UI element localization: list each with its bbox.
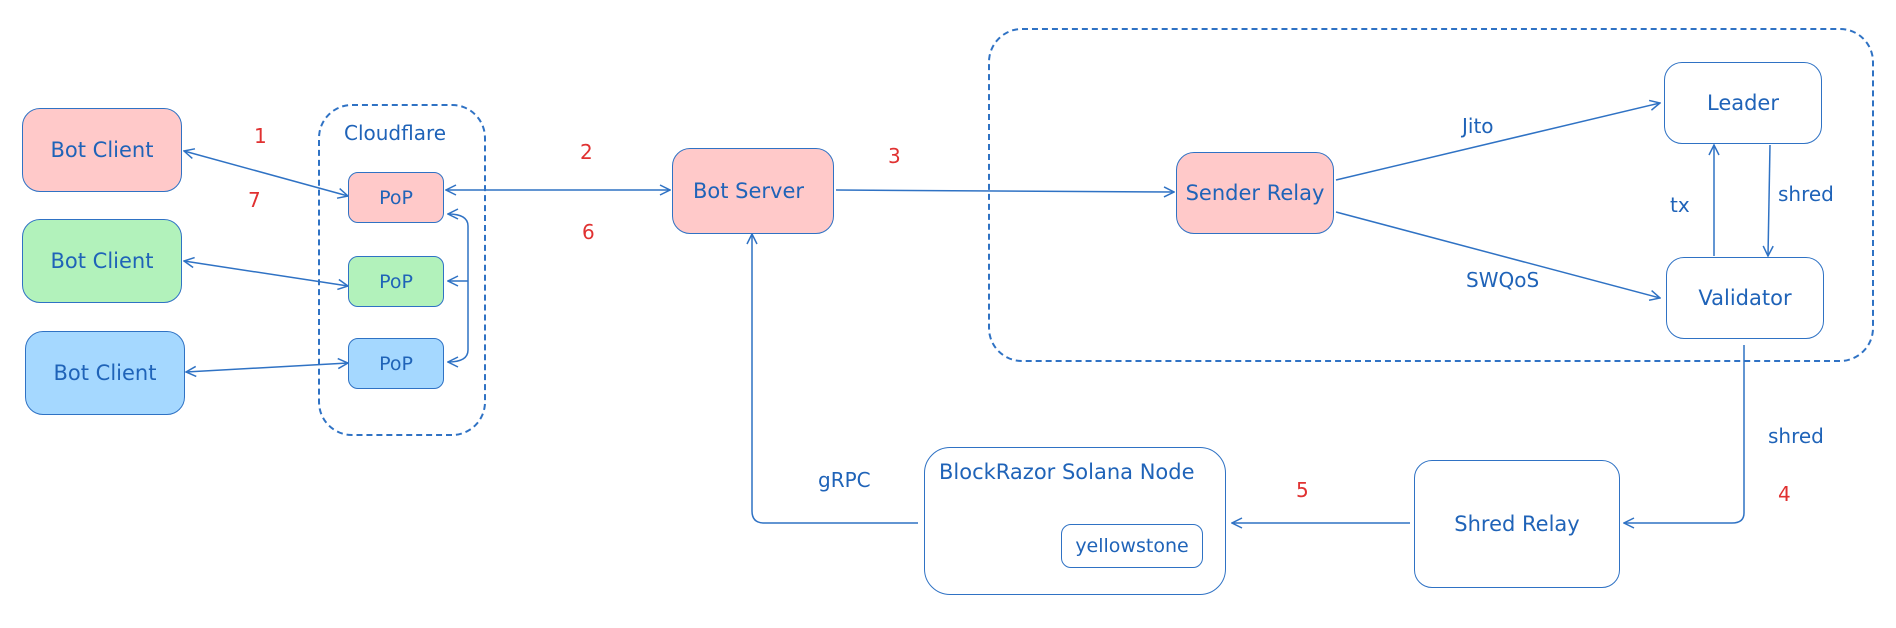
- edge-label-swqos: SWQoS: [1466, 268, 1540, 292]
- leader[interactable]: Leader: [1664, 62, 1822, 144]
- cloudflare-title: Cloudflare: [344, 121, 447, 145]
- edge-pop1-pop3-bracket: [448, 214, 469, 362]
- step-4: 4: [1778, 482, 1791, 506]
- pop-2[interactable]: PoP: [348, 256, 444, 307]
- pop-1[interactable]: PoP: [348, 172, 444, 223]
- step-2: 2: [580, 140, 593, 164]
- step-6: 6: [582, 220, 595, 244]
- validator-network-group: [988, 28, 1874, 362]
- validator[interactable]: Validator: [1666, 257, 1824, 339]
- edge-label-tx: tx: [1670, 193, 1690, 217]
- pop-3[interactable]: PoP: [348, 338, 444, 389]
- edge-label-grpc: gRPC: [818, 468, 871, 492]
- edge-validator-shredrelay: [1624, 345, 1745, 523]
- step-5: 5: [1296, 478, 1309, 502]
- cloudflare-group: [318, 104, 486, 436]
- bot-server[interactable]: Bot Server: [672, 148, 834, 234]
- edge-leader-validator: [1768, 144, 1770, 256]
- edge-label-shred-up: shred: [1778, 182, 1834, 206]
- bot-client-2[interactable]: Bot Client: [22, 219, 182, 303]
- yellowstone-plugin[interactable]: yellowstone: [1061, 524, 1203, 568]
- step-7: 7: [248, 188, 261, 212]
- sender-relay[interactable]: Sender Relay: [1176, 152, 1334, 234]
- shred-relay[interactable]: Shred Relay: [1414, 460, 1620, 588]
- edge-client2-pop2: [184, 261, 348, 286]
- step-3: 3: [888, 144, 901, 168]
- edge-client3-pop3: [186, 363, 348, 372]
- edge-client1-pop1: [184, 151, 348, 196]
- edge-node-botserver: [752, 234, 918, 524]
- edge-label-jito: Jito: [1462, 114, 1494, 138]
- edge-sender-validator: [1335, 211, 1660, 298]
- blockrazor-solana-node[interactable]: BlockRazor Solana Node yellowstone: [924, 447, 1226, 595]
- edge-botserver-sender: [835, 190, 1174, 192]
- node-title: BlockRazor Solana Node: [939, 460, 1195, 484]
- bot-client-3[interactable]: Bot Client: [25, 331, 185, 415]
- step-1: 1: [254, 124, 267, 148]
- edge-sender-leader: [1335, 103, 1660, 181]
- bot-client-1[interactable]: Bot Client: [22, 108, 182, 192]
- edge-label-shred-down: shred: [1768, 424, 1824, 448]
